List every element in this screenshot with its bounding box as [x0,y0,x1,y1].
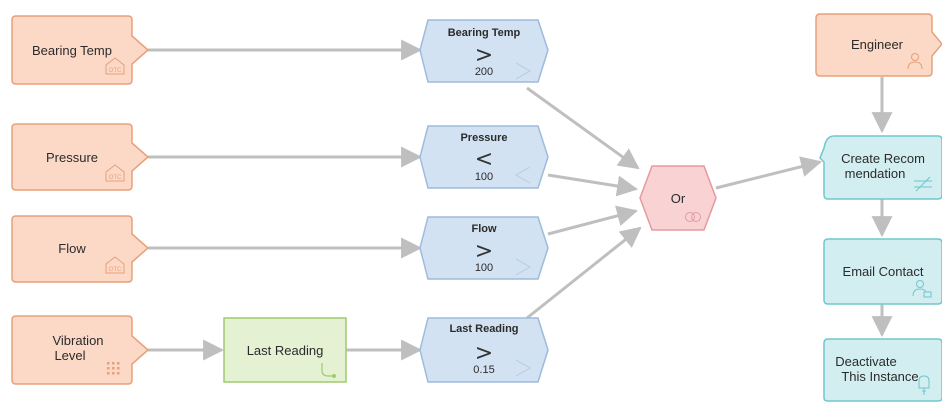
contact-icon [912,280,932,298]
condition-operator: > [475,341,493,366]
condition-value: 100 [475,171,493,183]
svg-text:OTC: OTC [109,267,122,273]
greater-than-icon [515,62,532,80]
condition-value: 200 [475,66,493,78]
edge-cond3-to-or [547,205,639,236]
edge-or-to-create-recommendation [715,156,823,190]
condition-node-pressure[interactable]: Pressure < 100 [419,125,549,189]
source-label: Flow [58,241,86,256]
source-node-pressure[interactable]: Pressure OTC [11,123,150,191]
otc-icon: OTC [105,256,125,274]
edge-cond1-to-or [526,86,640,170]
rings-icon [685,212,701,222]
person-icon [907,52,923,70]
function-label: Last Reading [247,343,324,358]
source-node-bearing-temp[interactable]: Bearing Temp OTC [11,15,150,85]
condition-value: 0.15 [473,364,494,376]
condition-value: 100 [475,262,493,274]
recommendation-icon [914,176,932,192]
condition-operator: > [475,43,493,68]
or-gate-node[interactable]: Or [639,165,717,231]
condition-operator: > [475,239,493,264]
action-label-line-2: This Instance [841,369,918,384]
condition-node-bearing-temp[interactable]: Bearing Temp > 200 [419,19,549,83]
action-label: Email Contact [843,264,924,279]
engineer-label: Engineer [851,37,904,52]
svg-text:OTC: OTC [109,68,122,74]
condition-node-flow[interactable]: Flow > 100 [419,216,549,280]
function-node-last-reading[interactable]: Last Reading [223,317,347,383]
otc-icon: OTC [105,164,125,182]
greater-than-icon [515,359,532,377]
source-node-flow[interactable]: Flow OTC [11,215,150,283]
source-label-line-1: Vibration [52,333,103,348]
source-node-vibration-level[interactable]: Vibration Level [11,315,150,385]
source-label-line-2: Level [54,348,85,363]
action-label-line-2: mendation [845,166,906,181]
condition-title: Bearing Temp [448,27,521,39]
source-label: Bearing Temp [32,43,112,58]
greater-than-icon [515,258,532,276]
less-than-icon [514,166,531,184]
dots-icon [107,362,120,375]
condition-node-last-reading[interactable]: Last Reading > 0.15 [419,317,549,383]
engineer-node[interactable]: Engineer [815,13,942,77]
condition-operator: < [475,147,493,172]
action-label-line-1: Deactivate [835,354,896,369]
condition-title: Flow [471,223,496,235]
edge-cond4-to-or [526,226,642,320]
action-node-deactivate-this-instance[interactable]: Deactivate This Instance [823,338,942,402]
condition-title: Pressure [460,132,507,144]
svg-text:OTC: OTC [109,175,122,181]
condition-title: Last Reading [449,323,518,335]
action-node-email-contact[interactable]: Email Contact [823,238,942,305]
edges [148,39,893,361]
action-node-create-recommendation[interactable]: Create Recom mendation [819,135,942,200]
action-label-line-1: Create Recom [841,151,925,166]
plug-icon [321,363,333,377]
deactivate-icon [918,375,930,395]
source-label: Pressure [46,150,98,165]
or-label: Or [671,191,686,206]
edge-cond2-to-or [547,173,639,197]
otc-icon: OTC [105,57,125,75]
